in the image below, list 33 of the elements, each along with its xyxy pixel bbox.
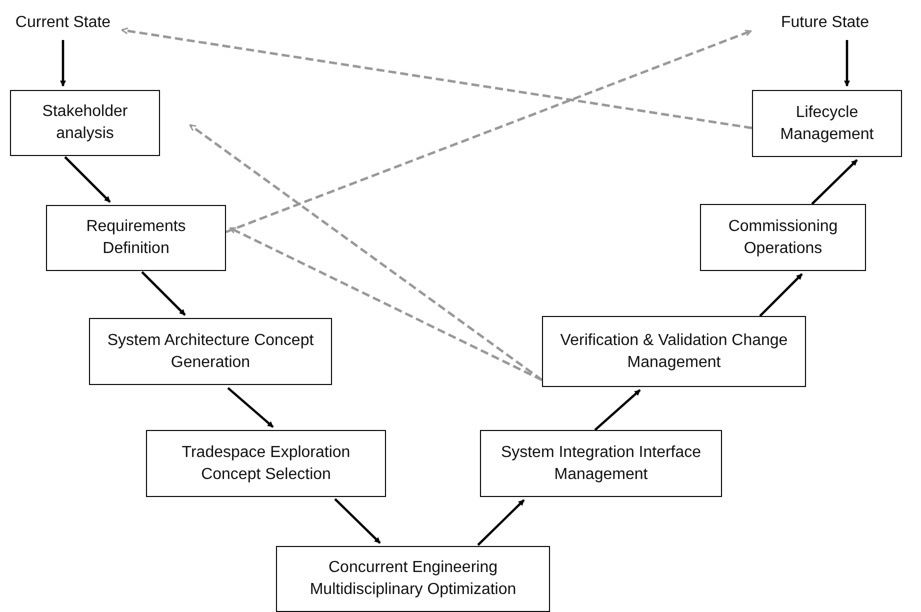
arrow [811,159,858,205]
box-label: Lifecycle Management [779,102,875,144]
arrow [60,40,66,87]
process-box [700,204,866,271]
process-box [752,90,902,157]
process-box [10,90,160,156]
arrow [334,498,381,544]
box-label: System Integration Interface Management [500,442,702,484]
process-box [276,546,550,612]
process-box [46,205,226,271]
arrow [759,273,803,317]
box-label: Concurrent Engineering Multidisciplinary Optimization [308,558,518,600]
arrow [844,40,850,87]
process-box [480,430,722,497]
box-label: Tradespace Exploration Concept Selection [180,442,352,484]
state-label: Current State [15,13,111,34]
process-box [146,430,386,497]
box-label: Verification & Validation Change Management [559,330,789,372]
arrow [594,389,641,431]
box-label: System Architecture Concept Generation [106,330,315,372]
box-label: Commissioning Operations [727,216,839,258]
arrow [227,387,274,428]
arrow [477,499,525,546]
process-box [542,316,806,387]
dashed-arrow [226,30,752,234]
state-label: Future State [780,13,870,34]
box-label: Requirements Definition [85,217,187,259]
arrow [64,156,111,203]
arrow [141,271,186,316]
dashed-arrow [229,226,543,382]
dashed-arrow [121,27,752,130]
process-box [89,318,332,385]
box-label: Stakeholder analysis [41,102,129,144]
